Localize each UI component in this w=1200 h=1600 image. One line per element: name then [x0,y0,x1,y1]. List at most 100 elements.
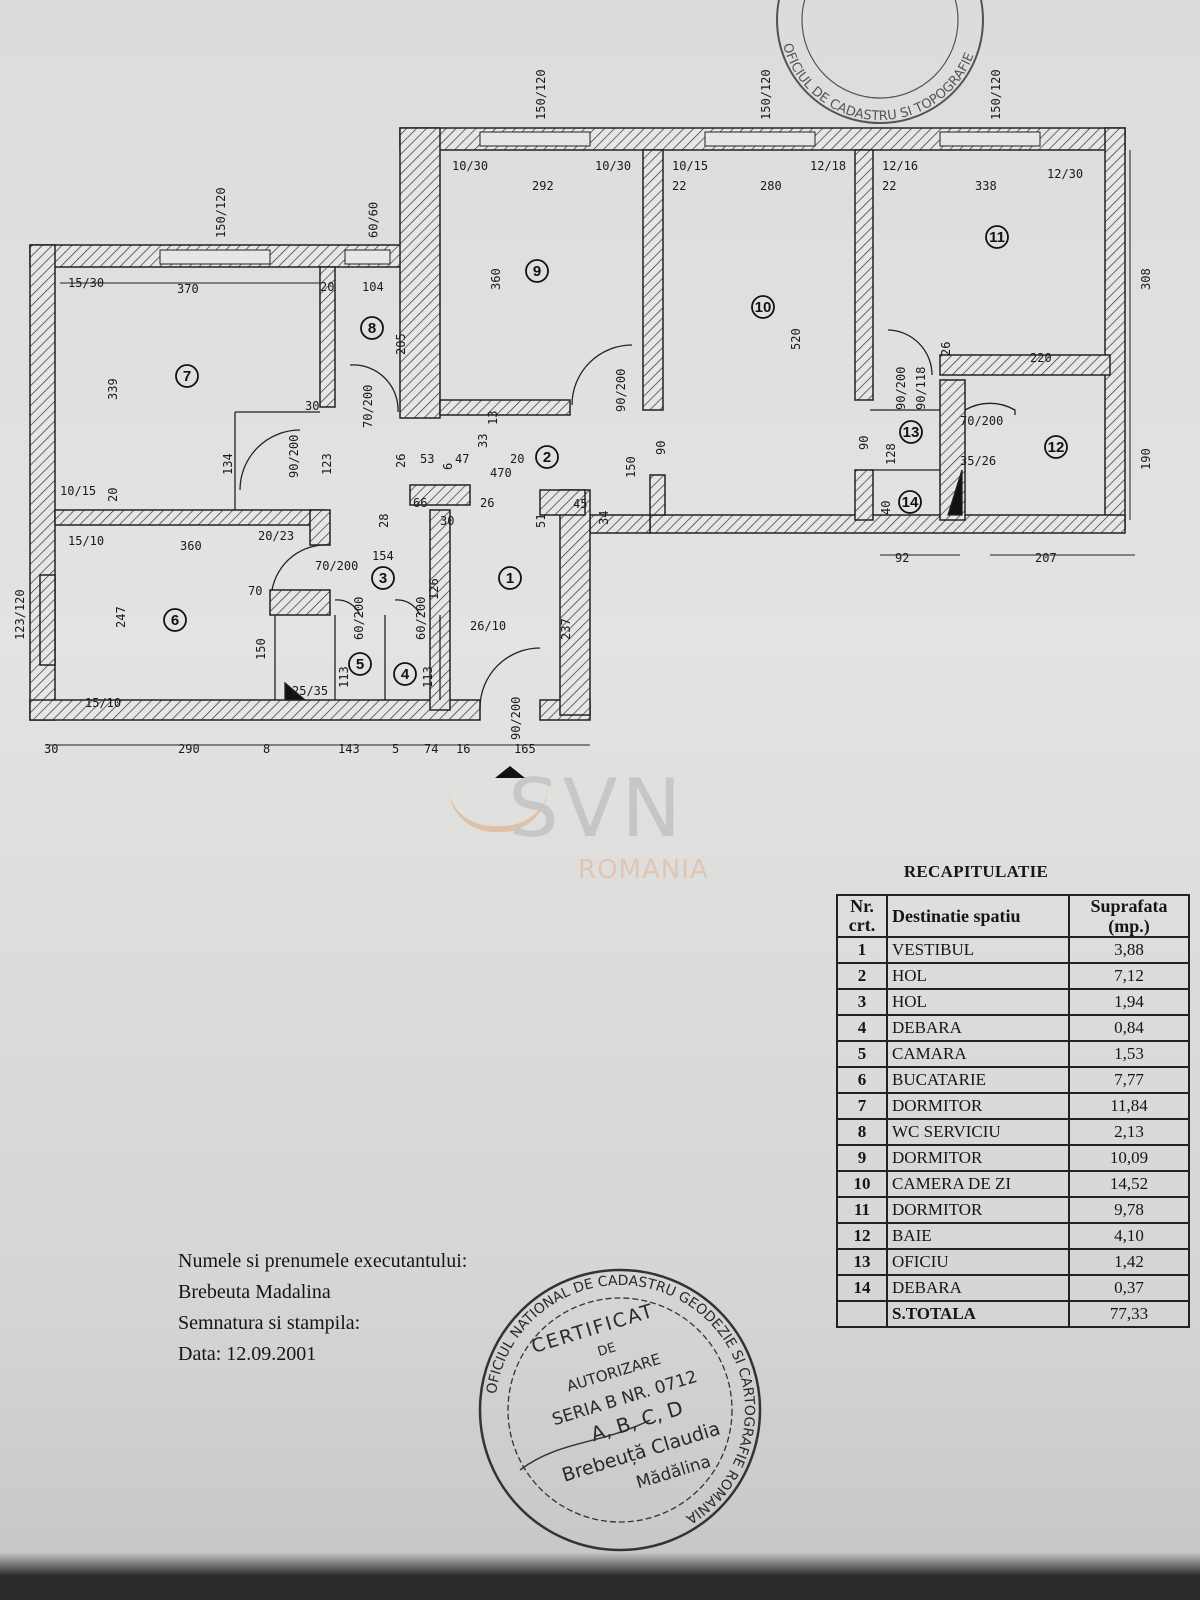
wall [939,354,1111,376]
dimension-label: 26 [480,496,494,510]
wall [439,399,571,416]
wall [29,699,481,721]
dimension-label: 12/16 [882,159,918,173]
dimension-label: 20/23 [258,529,294,543]
row-number: 8 [836,1118,888,1146]
room-number: 12 [1048,439,1065,456]
summary-title: RECAPITULATIE [903,862,1049,881]
dimension-label: 237 [559,618,573,640]
row-area: 0,84 [1068,1014,1190,1042]
dimension-label: 128 [884,443,898,465]
window [344,249,391,265]
window-dimension: 150/120 [759,69,773,120]
room-number-circle [525,259,549,283]
door-swing [571,344,633,406]
dimension-label: 90/118 [914,367,928,410]
watermark-country: ROMANIA [578,855,709,885]
room-number: 8 [368,320,376,337]
room-number: 4 [401,666,410,683]
dimension-label: 74 [424,742,438,756]
room-number-circle [175,364,199,388]
room-number-circle [898,490,922,514]
dimension-label: 339 [106,378,120,400]
header-destination: Destinatie spatiu [886,894,1070,938]
wall [649,474,666,516]
dimension-label: 8 [263,742,270,756]
dimension-label: 123/120 [13,589,27,640]
row-destination: DORMITOR [886,1144,1070,1172]
wall [854,149,874,401]
row-number: 2 [836,962,888,990]
dimension-label: 90/200 [894,367,908,410]
row-destination: WC SERVICIU [886,1118,1070,1146]
wall [854,469,874,521]
row-area: 1,53 [1068,1040,1190,1068]
dimension-label: 35/26 [960,454,996,468]
window [159,249,271,265]
dimension-label: 90 [857,436,871,450]
wall [409,484,471,506]
dimension-label: 28 [377,514,391,528]
dimension-label: 6 [441,463,455,470]
row-area: 11,84 [1068,1092,1190,1120]
wall [559,489,591,716]
wall [309,509,331,546]
window-dimension: 150/120 [214,187,228,238]
row-destination: DEBARA [886,1014,1070,1042]
dimension-label: 22 [882,179,896,193]
dimension-label: 60/200 [414,597,428,640]
shaft-marker [947,469,963,516]
row-destination: CAMERA DE ZI [886,1170,1070,1198]
dimension-label: 90/200 [509,697,523,740]
door-swing [964,402,1016,415]
row-destination: HOL [886,988,1070,1016]
row-number: 4 [836,1014,888,1042]
row-number: 9 [836,1144,888,1172]
dimension-label: 13 [486,411,500,425]
executant-name-label: Numele si prenumele executantului: [178,1250,468,1272]
dimension-label: 292 [532,179,554,193]
dimension-label: 134 [221,453,235,475]
wall [539,489,586,516]
room-number: 3 [379,570,387,587]
top-stamp: OFICIUL DE CADASTRU SI TOPOGRAFIE [776,0,984,125]
dimension-label: 113 [421,666,435,688]
wall [54,509,326,526]
dimension-label: 60/200 [352,597,366,640]
table-header-row: Nr. crt. Destinatie spatiu Suprafata (mp… [836,894,1190,938]
dimension-label: 12/30 [1047,167,1083,181]
dimension-label: 15/10 [85,696,121,710]
room-number: 10 [755,299,772,316]
dimension-label: 30 [440,514,454,528]
dimension-label: 143 [338,742,360,756]
row-destination: BUCATARIE [886,1066,1070,1094]
room-number: 2 [543,449,551,466]
row-area: 7,77 [1068,1066,1190,1094]
dimension-label: 150 [254,638,268,660]
top-stamp-text: OFICIUL DE CADASTRU SI TOPOGRAFIE [779,42,977,125]
door-swing [479,647,541,709]
dimension-label: 190 [1139,448,1153,470]
room-number: 14 [902,494,919,511]
row-destination: DORMITOR [886,1196,1070,1224]
row-area: 14,52 [1068,1170,1190,1198]
row-number: 14 [836,1274,888,1302]
dimension-label: 33 [476,434,490,448]
executant-name: Brebeuta Madalina [178,1281,331,1303]
total-area: 77,33 [1068,1300,1190,1328]
row-area: 9,78 [1068,1196,1190,1224]
room-number-circle [393,662,417,686]
dimension-label: 370 [177,282,199,296]
dimension-label: 12/18 [810,159,846,173]
row-destination: VESTIBUL [886,936,1070,964]
watermark-logo: SVN ROMANIA [448,762,709,885]
dimension-label: 20 [106,488,120,502]
window-dimension: 150/120 [989,69,1003,120]
stamp-text-line: DE [596,1340,618,1360]
row-number: 6 [836,1066,888,1094]
dimension-label: 90/200 [287,435,301,478]
